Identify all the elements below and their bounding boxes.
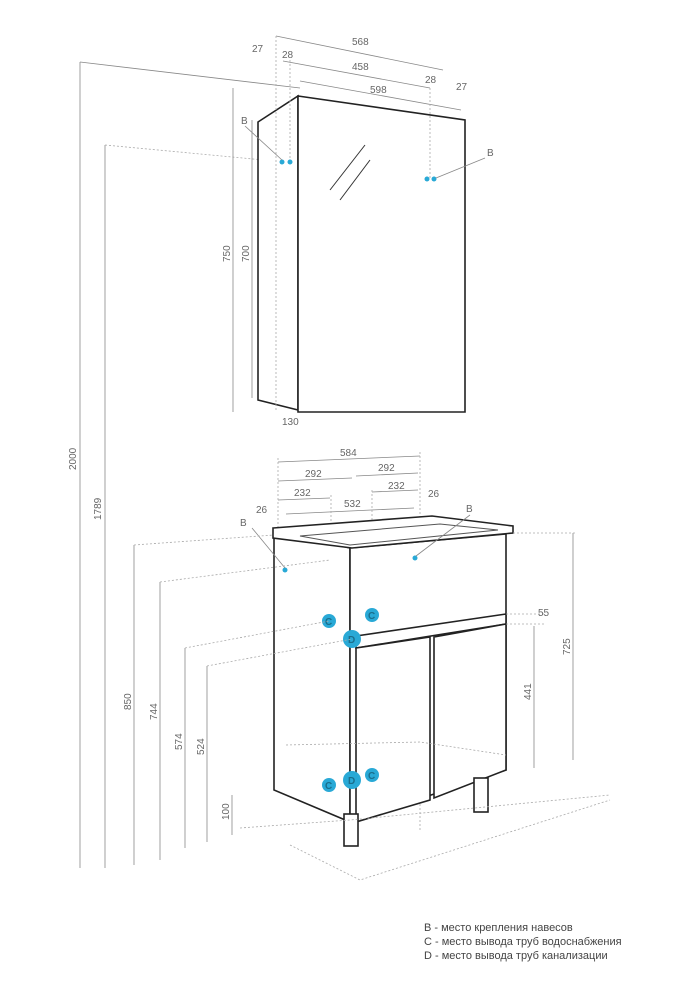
dim-850: 850 <box>123 693 134 710</box>
hinge-marker-b <box>431 176 437 182</box>
dim-700: 700 <box>241 245 252 262</box>
leader-line <box>244 125 283 161</box>
dim-458: 458 <box>352 62 369 73</box>
leader-line <box>415 514 471 557</box>
leader-line <box>251 527 286 569</box>
dim-line-292 <box>277 477 353 482</box>
dim-27-right: 27 <box>456 82 468 93</box>
svg-text:D: D <box>348 635 355 646</box>
vanity-unit <box>272 515 514 847</box>
ext-line <box>206 638 353 667</box>
dim-750: 750 <box>222 245 233 262</box>
hinge-marker-b <box>282 567 288 573</box>
dim-574: 574 <box>174 733 185 750</box>
marker-c-right: C <box>365 608 379 622</box>
legend-item-d: D - место вывода труб канализации <box>424 950 608 962</box>
dim-line-584 <box>277 455 421 463</box>
label-b: B <box>240 518 247 529</box>
dim-27-left: 27 <box>252 44 264 55</box>
dim-line-232 <box>371 489 419 493</box>
dim-line-568 <box>275 35 444 71</box>
hinge-marker-b <box>287 159 293 165</box>
hinge-marker-b <box>424 176 430 182</box>
dim-2000: 2000 <box>68 447 79 470</box>
ext-line <box>133 534 275 546</box>
dim-292-left: 292 <box>305 469 322 480</box>
ext-line <box>184 620 330 649</box>
mirror-cabinet <box>257 94 466 413</box>
marker-c-bottom-right: C <box>365 768 379 782</box>
dim-725: 725 <box>562 638 573 655</box>
legend: B - место крепления навесов C - место вы… <box>424 921 622 963</box>
dim-line-598 <box>299 80 462 111</box>
dim-441: 441 <box>523 683 534 700</box>
dim-100: 100 <box>221 803 232 820</box>
dim-line-532 <box>285 507 415 515</box>
svg-text:C: C <box>368 771 375 782</box>
label-b: B <box>466 504 473 515</box>
dim-130: 130 <box>282 417 299 428</box>
svg-text:D: D <box>348 776 355 787</box>
ext-line <box>159 559 331 583</box>
dim-55: 55 <box>538 608 550 619</box>
marker-c-bottom-left: C <box>322 778 336 792</box>
dim-524: 524 <box>196 738 207 755</box>
dim-28-right: 28 <box>425 75 437 86</box>
floor-line <box>289 799 611 881</box>
dim-584: 584 <box>340 448 357 459</box>
dim-232-left: 232 <box>294 488 311 499</box>
marker-d-bottom: D <box>343 771 361 789</box>
svg-text:C: C <box>325 617 332 628</box>
ext-line <box>79 61 301 89</box>
floor-line <box>239 794 611 829</box>
marker-c-left: C <box>322 614 336 628</box>
dim-532: 532 <box>344 499 361 510</box>
svg-text:C: C <box>368 611 375 622</box>
label-b: B <box>487 148 494 159</box>
dim-232-right: 232 <box>388 481 405 492</box>
dim-1789: 1789 <box>93 497 104 520</box>
hinge-marker-b <box>279 159 285 165</box>
dim-568: 568 <box>352 37 369 48</box>
dim-744: 744 <box>149 703 160 720</box>
label-b: B <box>241 116 248 127</box>
dim-26-left: 26 <box>256 505 268 516</box>
legend-item-b: B - место крепления навесов <box>424 922 573 934</box>
dim-line-458 <box>282 60 431 89</box>
dim-line-292 <box>355 472 419 477</box>
leader-line <box>435 157 486 179</box>
dim-292-right: 292 <box>378 463 395 474</box>
dim-598: 598 <box>370 85 387 96</box>
marker-d: D <box>343 630 361 648</box>
svg-text:C: C <box>325 781 332 792</box>
dim-line-232 <box>277 497 331 501</box>
dim-26-right: 26 <box>428 489 440 500</box>
dim-28-left: 28 <box>282 50 294 61</box>
legend-item-c: C - место вывода труб водоснабжения <box>424 936 622 948</box>
hinge-marker-b <box>412 555 418 561</box>
